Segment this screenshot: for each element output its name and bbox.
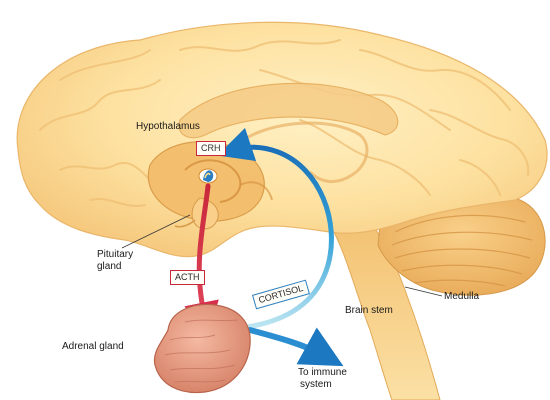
pituitary-leader — [121, 214, 191, 249]
pituitary-label-line1: Pituitary — [97, 249, 134, 260]
blue-arrow-immune — [247, 327, 344, 367]
pituitary-label-line2: gland — [97, 261, 122, 272]
medulla-leader — [404, 286, 443, 297]
blue-arrow-return — [217, 127, 334, 331]
immune-label-line2: system — [300, 379, 332, 390]
adrenal-gland-shape — [153, 303, 251, 394]
corpus-callosum — [178, 82, 399, 139]
acth-label: ACTH — [170, 270, 205, 285]
adrenal-gland-label: Adrenal gland — [62, 341, 124, 352]
cerebrum-shape — [16, 21, 548, 258]
immune-label-line1: To immune — [298, 367, 347, 378]
crh-label: CRH — [196, 141, 226, 156]
hypothalamus-label: Hypothalamus — [136, 121, 200, 132]
medulla-label: Medulla — [444, 291, 480, 302]
brain-stem-label: Brain stem — [345, 305, 393, 316]
red-arrow-path — [184, 183, 219, 338]
